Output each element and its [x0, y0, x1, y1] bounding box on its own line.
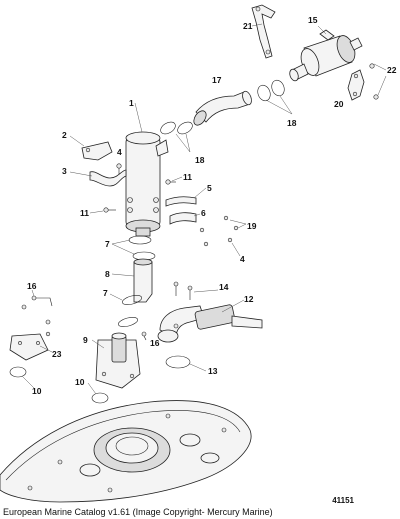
part-14-screws: [173, 281, 193, 300]
part-11-bolts: [103, 179, 176, 213]
copyright-caption: European Marine Catalog v1.61 (Image Cop…: [3, 507, 273, 517]
callout-18a: 18: [195, 155, 205, 165]
callout-14: 14: [219, 282, 229, 292]
callout-8: 8: [105, 269, 110, 279]
callout-18b: 18: [287, 118, 297, 128]
callout-4a: 4: [117, 147, 122, 157]
callout-21: 21: [243, 21, 253, 31]
part-16-bolt-left: [31, 295, 53, 307]
callout-16a: 16: [27, 281, 37, 291]
part-22-screws: [369, 63, 387, 100]
part-7-clamps-lower: [117, 295, 143, 327]
callout-11b: 11: [183, 172, 192, 182]
part-10-gasket-left: [9, 366, 27, 378]
engine-cover-housing: [0, 400, 252, 503]
callout-15: 15: [308, 15, 318, 25]
part-17-hose: [193, 90, 252, 126]
callout-13: 13: [208, 366, 218, 376]
part-23-plate: [9, 304, 51, 361]
callout-22: 22: [387, 65, 397, 75]
callout-11a: 11: [80, 208, 89, 218]
part-18-hose-clamps: [160, 79, 285, 135]
callout-9: 9: [83, 335, 88, 345]
callout-4b: 4: [240, 254, 245, 264]
part-7-clamps-upper: [128, 235, 156, 261]
part-13-gasket: [165, 355, 191, 369]
part-9-riser-base: [95, 332, 141, 389]
part-2-bracket: [81, 141, 113, 161]
part-20-bracket: [347, 69, 365, 101]
callout-1: 1: [129, 98, 134, 108]
part-8-hose: [133, 258, 153, 303]
callout-6: 6: [201, 208, 206, 218]
part-12-exhaust-elbow: [157, 304, 263, 343]
callout-23: 23: [52, 349, 62, 359]
callout-7a: 7: [105, 239, 110, 249]
callout-10a: 10: [32, 386, 42, 396]
callout-5: 5: [207, 183, 212, 193]
part-4-bolt-upper: [116, 163, 122, 174]
callout-12: 12: [244, 294, 254, 304]
callout-10b: 10: [75, 377, 85, 387]
part-5-bracket: [165, 196, 197, 207]
callout-19: 19: [247, 221, 257, 231]
part-15-heat-exchanger: [289, 29, 363, 82]
callout-2: 2: [62, 130, 67, 140]
callout-17: 17: [212, 75, 222, 85]
part-21-bracket: [251, 4, 276, 59]
part-3-strap: [89, 169, 127, 187]
callout-3: 3: [62, 166, 67, 176]
part-16-bolt-right: [141, 331, 147, 341]
drawing-number: 41151: [332, 496, 354, 505]
part-6-strap: [169, 212, 197, 225]
part-19-screws: [199, 215, 239, 233]
callout-7b: 7: [103, 288, 108, 298]
callout-labels: 1 2 3 4 4 5 6 7 7 8 9 10 10 11 11 12 13 …: [27, 15, 397, 396]
part-10-gasket-lower: [91, 392, 109, 404]
part-1-canister: [125, 131, 169, 237]
callout-20: 20: [334, 99, 344, 109]
part-4-bolts-right: [203, 237, 233, 247]
callout-16b: 16: [150, 338, 160, 348]
